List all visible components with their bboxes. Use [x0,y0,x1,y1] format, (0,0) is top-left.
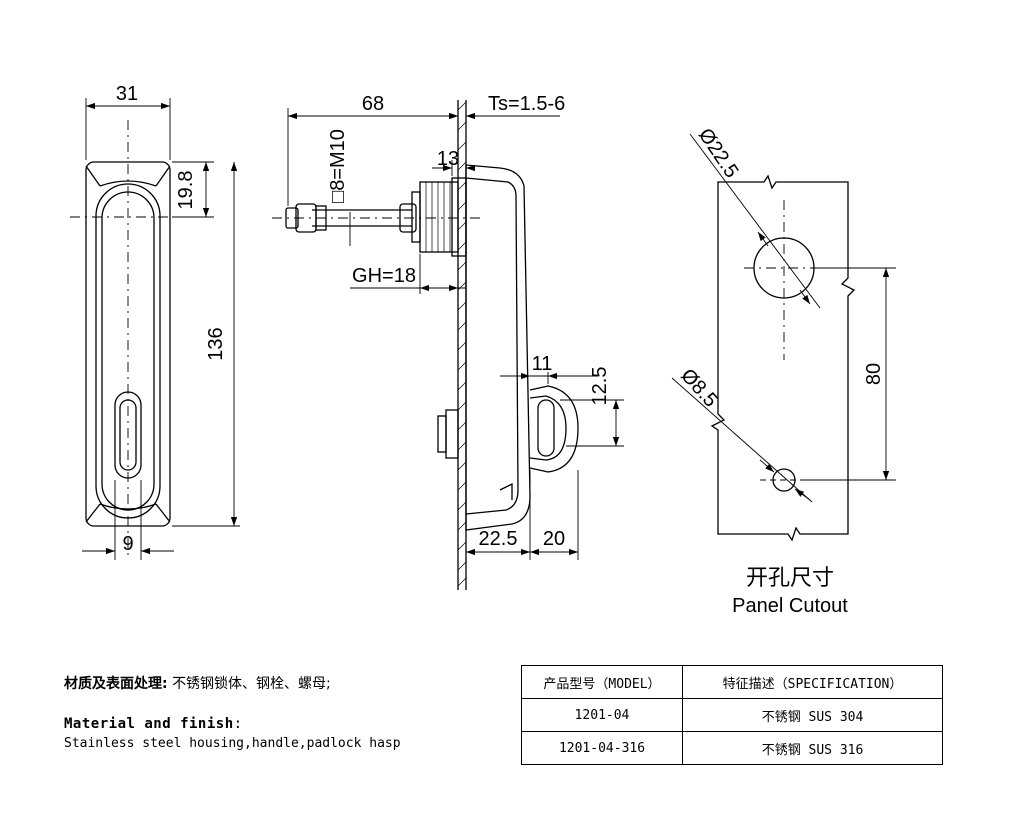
side-length-label: 68 [362,93,384,115]
spec-table-header-row: 产品型号（MODEL） 特征描述（SPECIFICATION） [521,665,943,699]
front-slot-label: 9 [122,533,133,555]
side-nut-label: 13 [437,148,459,170]
spec-table: 产品型号（MODEL） 特征描述（SPECIFICATION） 1201-04 … [521,665,943,765]
cutout-dimensions [671,133,896,503]
cutout-caption-cn: 开孔尺寸 [746,566,834,591]
front-upper-label: 19.8 [175,171,197,210]
technical-drawing: 31 19.8 136 9 [70,83,896,617]
cutout-spacing-label: 80 [863,363,885,385]
material-en-colon: : [233,716,243,732]
side-shaft-label: □8=M10 [327,129,349,203]
front-width-label: 31 [116,83,138,105]
front-view [70,120,190,560]
front-height-label: 136 [205,327,227,360]
spec-cell-spec: 不锈钢 SUS 316 [682,731,943,765]
cutout-caption-en: Panel Cutout [732,595,848,617]
spec-header-model: 产品型号（MODEL） [521,665,683,699]
material-en-heading: Material and finish: [64,714,504,734]
material-cn-line: 材质及表面处理: 不锈钢锁体、钢栓、螺母; [64,674,504,694]
side-view-dimensions [287,108,624,560]
material-cn-text: 不锈钢锁体、钢栓、螺母; [172,676,331,692]
side-view [272,100,579,590]
table-row: 1201-04-316 不锈钢 SUS 316 [521,731,943,765]
front-view-dimensions [82,98,240,560]
side-hasp-height-label: 12.5 [589,367,611,406]
table-row: 1201-04 不锈钢 SUS 304 [521,698,943,732]
spec-cell-model: 1201-04 [521,698,683,732]
side-gh-label: GH=18 [352,265,416,287]
cutout-big-hole-label: Ø22.5 [694,124,743,181]
side-base-label: 22.5 [479,528,518,550]
spec-cell-spec: 不锈钢 SUS 304 [682,698,943,732]
spec-header-specification: 特征描述（SPECIFICATION） [682,665,943,699]
side-hasp-offset-label: 20 [543,528,565,550]
material-en-label: Material and finish [64,716,234,732]
material-en-text: Stainless steel housing,handle,padlock h… [64,736,401,751]
panel-cutout [710,174,856,542]
material-cn-label: 材质及表面处理: [64,676,168,692]
spec-cell-model: 1201-04-316 [521,731,683,765]
material-notes: 材质及表面处理: 不锈钢锁体、钢栓、螺母; Material and finis… [64,674,504,754]
side-hasp-width-label: 11 [532,353,553,375]
side-thickness-label: Ts=1.5-6 [488,93,565,115]
